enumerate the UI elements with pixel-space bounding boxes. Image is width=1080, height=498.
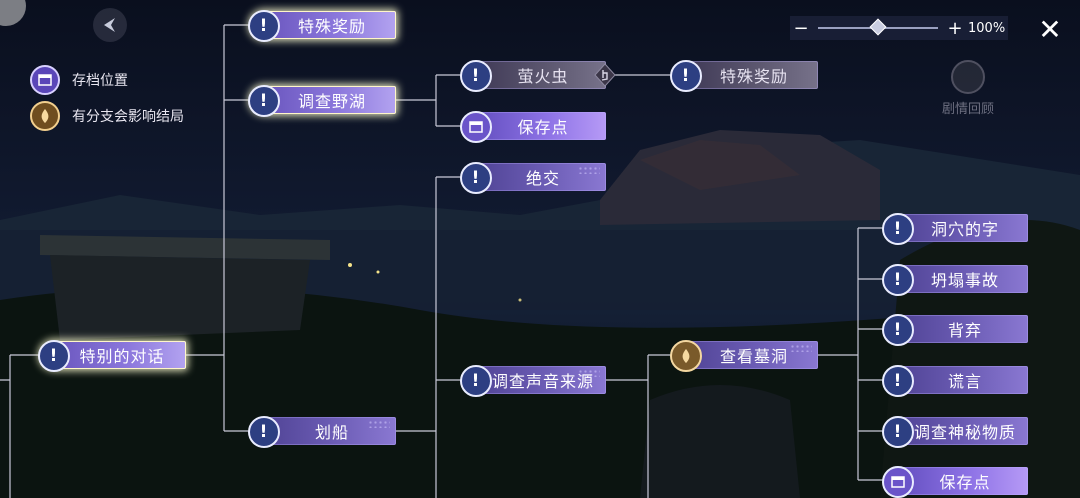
legend-save-label: 存档位置 [72, 73, 128, 89]
exclamation-icon: ! [38, 340, 70, 372]
node-label: 坍塌事故 [930, 271, 999, 290]
node-lie[interactable]: ! 谎言 [882, 365, 1028, 397]
story-recap-label: 剧情回顾 [941, 102, 994, 117]
node-label: 特殊奖励 [719, 67, 788, 86]
node-label: 调查野湖 [297, 92, 366, 111]
exclamation-icon: ! [670, 60, 702, 92]
node-firefly[interactable]: ! 萤火虫 [460, 60, 616, 92]
zoom-out-button[interactable]: − [793, 17, 809, 39]
exclamation-icon: ! [460, 365, 492, 397]
node-collapse-accident[interactable]: ! 坍塌事故 [882, 264, 1028, 296]
save-point-icon [882, 466, 914, 498]
node-special-talk[interactable]: ! 特别的对话 [38, 340, 186, 372]
node-dots-decoration [368, 420, 390, 428]
story-recap-button[interactable]: 剧情回顾 [936, 60, 1000, 117]
exclamation-icon: ! [248, 416, 280, 448]
back-arrow-icon [104, 18, 115, 32]
node-label: 背弃 [947, 321, 982, 340]
exclamation-icon: ! [460, 162, 492, 194]
node-label: 保存点 [939, 473, 991, 492]
zoom-in-button[interactable]: + [947, 17, 963, 39]
pointer-hand-icon [594, 63, 616, 87]
branch-flame-icon [30, 101, 60, 131]
node-mystery-substance[interactable]: ! 调查神秘物质 [882, 416, 1028, 448]
node-label: 萤火虫 [517, 67, 569, 86]
exclamation-icon: ! [882, 264, 914, 296]
zoom-slider[interactable] [818, 18, 938, 36]
legend-branch-row: 有分支会影响结局 [30, 98, 184, 134]
zoom-value: 100% [968, 20, 1006, 36]
node-dots-decoration [790, 344, 812, 352]
node-label: 查看墓洞 [719, 347, 788, 366]
node-break-up[interactable]: ! 绝交 [460, 162, 606, 194]
node-label: 调查神秘物质 [913, 423, 1016, 442]
legend-branch-label: 有分支会影响结局 [72, 109, 184, 125]
node-special-reward-right[interactable]: ! 特殊奖励 [670, 60, 818, 92]
node-dots-decoration [578, 166, 600, 174]
node-special-reward-top[interactable]: ! 特殊奖励 [248, 10, 396, 42]
node-investigate-lake[interactable]: ! 调查野湖 [248, 85, 396, 117]
zoom-slider-thumb[interactable] [869, 18, 887, 36]
legend-save-row: 存档位置 [30, 62, 184, 98]
legend: 存档位置 有分支会影响结局 [30, 62, 184, 134]
exclamation-icon: ! [248, 10, 280, 42]
node-label: 谎言 [947, 372, 982, 391]
node-cave-words[interactable]: ! 洞穴的字 [882, 213, 1028, 245]
exclamation-icon: ! [882, 314, 914, 346]
save-point-icon [30, 65, 60, 95]
story-recap-icon [951, 60, 985, 94]
exclamation-icon: ! [248, 85, 280, 117]
node-label: 特殊奖励 [297, 17, 366, 36]
node-label: 划船 [314, 423, 349, 442]
node-label: 特别的对话 [79, 347, 165, 366]
exclamation-icon: ! [460, 60, 492, 92]
node-check-tomb[interactable]: 查看墓洞 [670, 340, 818, 372]
node-dots-decoration [578, 369, 600, 377]
node-label: 洞穴的字 [930, 220, 999, 239]
node-investigate-sound[interactable]: ! 调查声音来源 [460, 365, 606, 397]
exclamation-icon: ! [882, 416, 914, 448]
node-save-point-top[interactable]: 保存点 [460, 111, 606, 143]
node-label: 调查声音来源 [491, 372, 594, 391]
back-button[interactable] [93, 8, 127, 42]
exclamation-icon: ! [882, 213, 914, 245]
node-save-point-bottom[interactable]: 保存点 [882, 466, 1028, 498]
save-point-icon [460, 111, 492, 143]
node-label: 绝交 [525, 169, 560, 188]
close-button[interactable]: ✕ [1038, 13, 1062, 46]
node-label: 保存点 [517, 118, 569, 137]
branch-flame-icon [670, 340, 702, 372]
zoom-control: − + 100% [790, 16, 1008, 40]
node-rowing[interactable]: ! 划船 [248, 416, 396, 448]
node-betray[interactable]: ! 背弃 [882, 314, 1028, 346]
exclamation-icon: ! [882, 365, 914, 397]
